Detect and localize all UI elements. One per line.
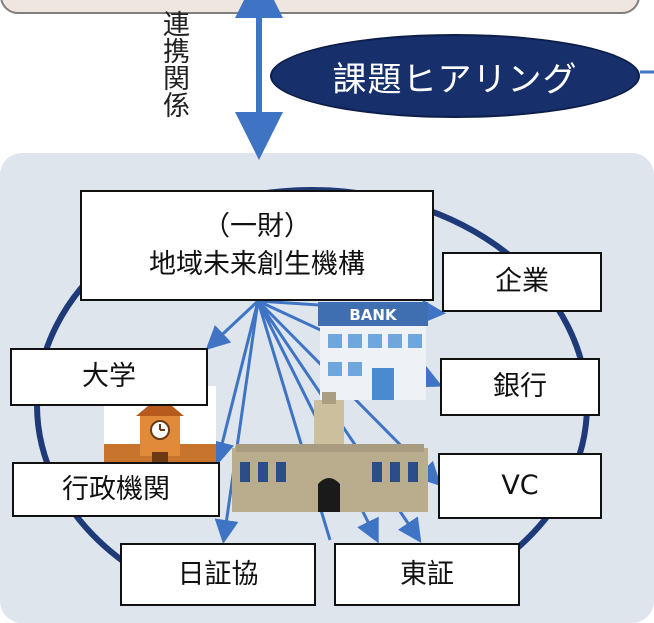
relation-label: 連携関係 <box>158 10 189 118</box>
org-name-line2: 地域未来創生機構 <box>149 248 365 280</box>
node-vc: VC <box>438 453 602 519</box>
org-box: （一財） 地域未来創生機構 <box>80 190 434 301</box>
node-bank: 銀行 <box>440 358 600 416</box>
node-university: 大学 <box>10 348 208 406</box>
bank-sign-text: BANK <box>349 306 398 324</box>
node-government: 行政機関 <box>12 462 220 517</box>
hearing-badge: 課題ヒアリング <box>270 34 640 118</box>
government-building-illustration <box>232 392 428 512</box>
arrow-to-university <box>205 299 260 351</box>
hearing-label: 課題ヒアリング <box>332 59 578 100</box>
bank-building-illustration: BANK <box>318 302 428 400</box>
org-name-line1: （一財） <box>203 210 311 242</box>
arrow-to-jsda <box>214 300 260 544</box>
node-jsda: 日証協 <box>120 543 316 606</box>
node-tse: 東証 <box>334 543 520 606</box>
arrow-to-government <box>210 300 260 466</box>
node-company: 企業 <box>442 252 602 312</box>
